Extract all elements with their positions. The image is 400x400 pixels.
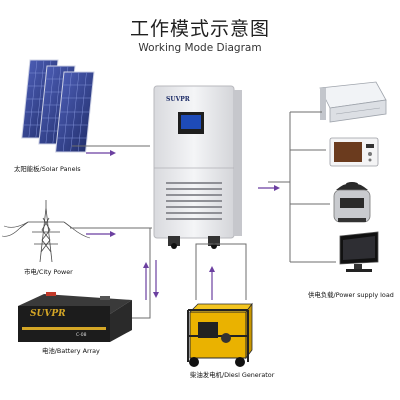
diagram-title: 工作模式示意图 [129, 18, 270, 40]
diesel-generator-label: 柴油发电机/Diesl Generator [190, 371, 275, 379]
rice-cooker-icon [333, 182, 371, 223]
power-supply-load-label: 供电负载/Power supply load [308, 291, 394, 299]
battery-array-label: 电池/Battery Array [42, 347, 100, 355]
arrow-battery-up [143, 262, 149, 300]
arrow-generator [209, 266, 215, 300]
diagram-subtitle: Working Mode Diagram [138, 42, 262, 54]
arrow-solar [86, 150, 116, 156]
city-power-label: 市电/City Power [24, 268, 73, 276]
battery-model: C-08 [76, 333, 87, 338]
microwave-icon [329, 137, 379, 167]
solar-panel-icon [21, 59, 95, 153]
inverter-brand-logo: SUVPR [166, 96, 190, 103]
arrow-battery-down [153, 260, 159, 298]
connection-lines [70, 111, 336, 319]
battery-brand-logo: SUVPR [30, 309, 66, 319]
generator-line [195, 243, 247, 300]
air-conditioner-icon [319, 81, 387, 123]
load-bus [268, 111, 336, 263]
battery-line [132, 228, 151, 319]
power-pylon-icon [1, 200, 91, 263]
solar-panels-label: 太阳能板/Solar Panels [14, 165, 81, 173]
tv-icon [339, 231, 379, 272]
battery-icon [18, 292, 132, 342]
arrow-load [258, 185, 280, 191]
generator-icon [187, 302, 253, 367]
inverter-cabinet-icon [153, 85, 242, 249]
vent-slots [166, 182, 222, 220]
arrow-city [86, 231, 116, 237]
flow-arrows [86, 150, 280, 300]
